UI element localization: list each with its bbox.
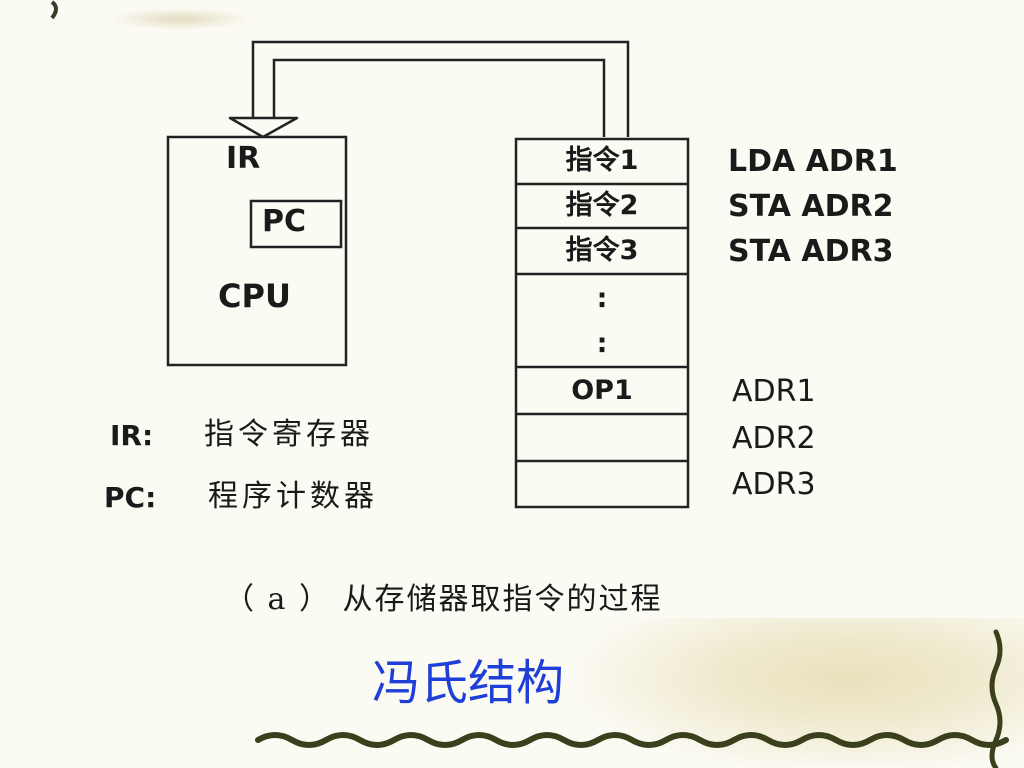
slide-title: 冯氏结构: [372, 655, 565, 711]
legend-pc-key: PC:: [104, 481, 157, 514]
legend-ir-key: IR:: [110, 419, 154, 452]
memory-cell-op1: OP1: [571, 375, 633, 406]
corner-bracket-decoration: [50, 0, 58, 20]
wavy-border-line: [255, 732, 1009, 748]
memory-ellipsis-1: :: [596, 283, 608, 314]
memory-cell-3: 指令3: [565, 235, 639, 266]
memory-ellipsis-2: :: [596, 328, 608, 359]
memory-column: [514, 137, 690, 509]
legend-ir-desc: 指令寄存器: [204, 417, 374, 452]
wavy-border-vertical: [989, 629, 1003, 768]
instruction-1: LDA ADR1: [728, 144, 898, 179]
legend-pc-desc: 程序计数器: [208, 479, 378, 514]
address-2: ADR2: [732, 421, 816, 456]
ir-label: IR: [226, 141, 261, 176]
fetch-arrow-head: [228, 116, 299, 139]
cpu-box: [166, 135, 348, 367]
memory-cell-2: 指令2: [565, 190, 639, 221]
pc-register-box: [249, 199, 343, 249]
address-3: ADR3: [732, 467, 816, 502]
memory-cell-1: 指令1: [565, 145, 639, 176]
background-leaf-decoration-top: [110, 8, 250, 30]
instruction-2: STA ADR2: [728, 189, 894, 224]
pc-label: PC: [262, 204, 307, 239]
address-1: ADR1: [732, 374, 816, 409]
fetch-arrow: [251, 40, 630, 137]
instruction-3: STA ADR3: [728, 234, 894, 269]
diagram-caption: （ a ） 从存储器取指令的过程: [224, 582, 663, 617]
cpu-label: CPU: [218, 277, 291, 315]
